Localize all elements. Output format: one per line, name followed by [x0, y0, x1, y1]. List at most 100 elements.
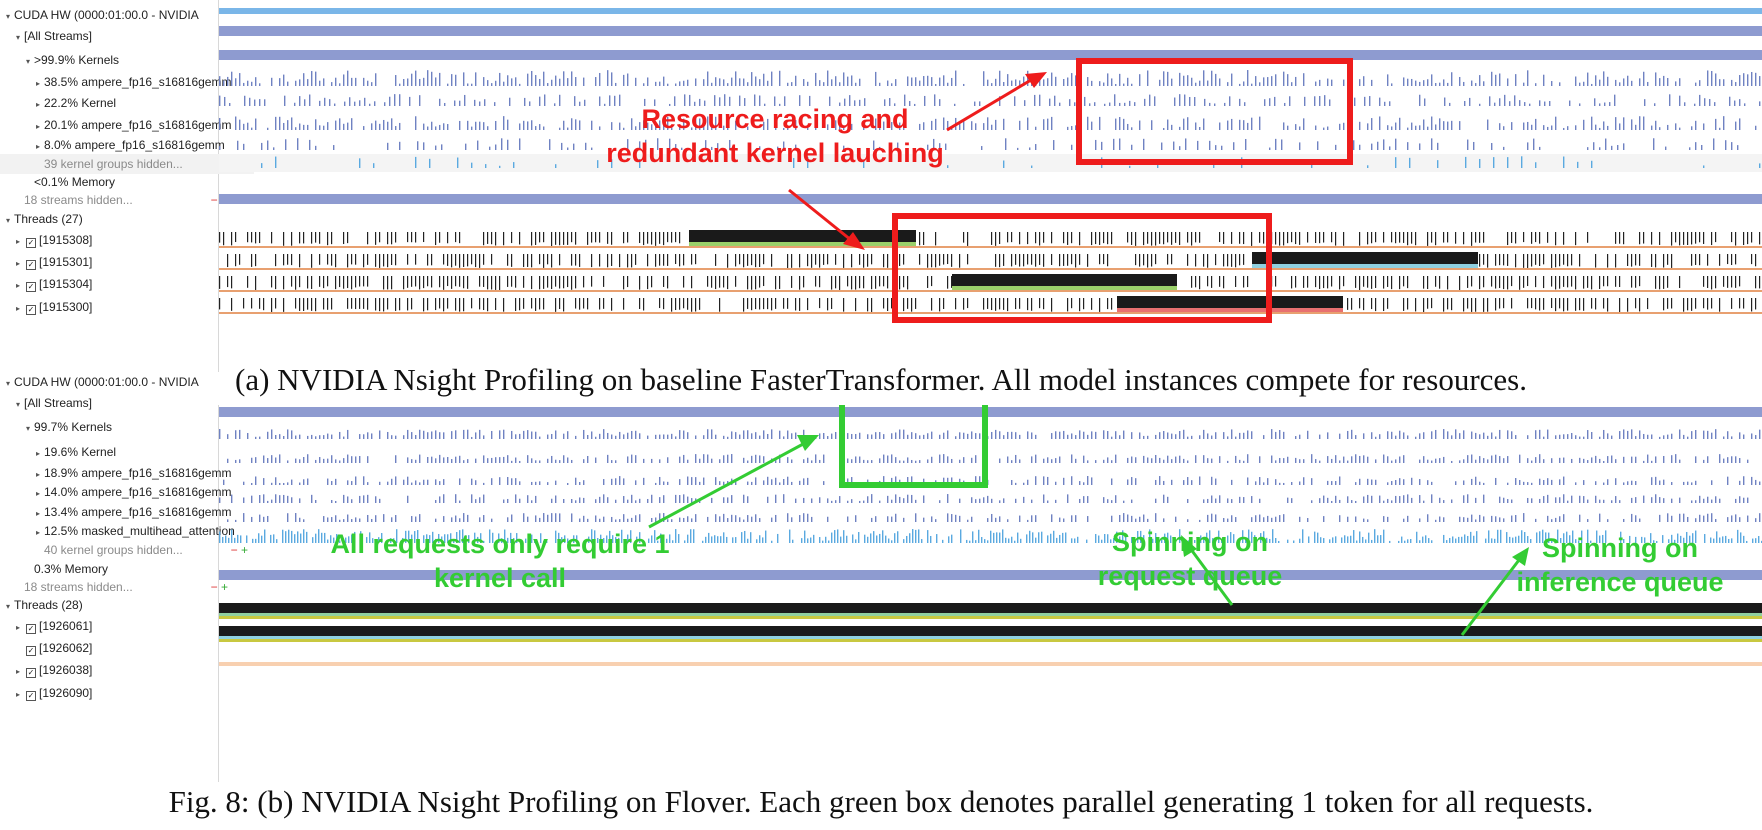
kernel-mark — [959, 459, 961, 463]
thread-checkbox[interactable]: ✓ — [26, 238, 36, 248]
chevron-down-icon[interactable]: ▾ — [6, 12, 11, 21]
tree-row[interactable]: 39 kernel groups hidden...− + — [0, 154, 254, 174]
tree-row[interactable]: ▾CUDA HW (0000:01:00.0 - NVIDIA — [0, 5, 224, 25]
thread-event — [387, 232, 389, 245]
memory-mark — [402, 537, 404, 543]
tree-row[interactable]: ▸✓[1915301] — [0, 252, 234, 272]
chevron-down-icon[interactable]: ▾ — [16, 400, 21, 409]
chevron-right-icon[interactable]: ▸ — [36, 142, 41, 151]
kernel-mark — [1091, 477, 1093, 485]
tree-row[interactable]: <0.1% Memory — [0, 172, 244, 192]
chevron-right-icon[interactable]: ▸ — [36, 528, 41, 537]
chevron-right-icon[interactable]: ▸ — [16, 237, 21, 246]
chevron-right-icon[interactable]: ▸ — [16, 623, 21, 632]
chevron-down-icon[interactable]: ▾ — [6, 379, 11, 388]
kernel-mark — [1531, 124, 1533, 130]
tree-row[interactable]: 18 streams hidden...− + — [0, 190, 234, 210]
tree-row[interactable]: 40 kernel groups hidden...− + — [0, 540, 254, 560]
tree-row[interactable]: ▸12.5% masked_multihead_attention — [0, 521, 254, 541]
tree-row[interactable]: 18 streams hidden...− + — [0, 577, 234, 597]
expand-collapse-icon[interactable]: − + — [210, 580, 228, 594]
kernel-mark — [1369, 96, 1371, 106]
kernel-mark — [1419, 518, 1421, 522]
tree-row[interactable]: ▸20.1% ampere_fp16_s16816gemm — [0, 115, 254, 135]
chevron-right-icon[interactable]: ▸ — [16, 667, 21, 676]
kernel-mark — [1419, 495, 1421, 503]
chevron-down-icon[interactable]: ▾ — [26, 424, 31, 433]
thread-checkbox[interactable]: ✓ — [26, 668, 36, 678]
kernel-mark — [1227, 498, 1229, 503]
chevron-right-icon[interactable]: ▸ — [36, 509, 41, 518]
thread-event — [387, 276, 389, 290]
tree-row[interactable]: ▸✓[1926038] — [0, 660, 234, 680]
chevron-right-icon[interactable]: ▸ — [36, 79, 41, 88]
chevron-down-icon[interactable]: ▾ — [26, 57, 31, 66]
kernel-mark — [623, 514, 625, 522]
kernel-mark — [419, 482, 421, 485]
tree-row[interactable]: ▾Threads (27) — [0, 209, 224, 229]
thread-checkbox[interactable]: ✓ — [26, 646, 36, 656]
chevron-right-icon[interactable]: ▸ — [36, 100, 41, 109]
kernel-mark — [723, 125, 725, 130]
tree-row[interactable]: ▸8.0% ampere_fp16_s16816gemm — [0, 135, 254, 155]
tree-row[interactable]: ▾[All Streams] — [0, 26, 234, 46]
tree-row[interactable]: ▸13.4% ampere_fp16_s16816gemm — [0, 502, 254, 522]
thread-event — [323, 298, 325, 310]
tree-row[interactable]: ▾[All Streams] — [0, 393, 234, 413]
kernel-mark — [1281, 139, 1283, 150]
chevron-right-icon[interactable]: ▸ — [16, 281, 21, 290]
tree-row[interactable]: ▸✓[1926090] — [0, 683, 234, 703]
memory-mark — [255, 538, 257, 543]
tree-row[interactable]: ▾CUDA HW (0000:01:00.0 - NVIDIA — [0, 372, 224, 392]
chevron-down-icon[interactable]: ▾ — [16, 33, 21, 42]
kernel-mark — [359, 456, 361, 463]
tree-row[interactable]: ▸✓[1915308] — [0, 230, 234, 250]
thread-event — [831, 298, 833, 309]
thread-checkbox[interactable]: ✓ — [26, 624, 36, 634]
kernel-mark — [759, 79, 761, 86]
thread-checkbox[interactable]: ✓ — [26, 260, 36, 270]
tree-row[interactable]: ▸22.2% Kernel — [0, 93, 254, 113]
kernel-mark — [603, 516, 605, 522]
chevron-right-icon[interactable]: ▸ — [16, 259, 21, 268]
chevron-right-icon[interactable]: ▸ — [36, 489, 41, 498]
tree-row[interactable]: ▸✓[1915300] — [0, 297, 234, 317]
chevron-right-icon[interactable]: ▸ — [36, 470, 41, 479]
kernel-mark — [1079, 481, 1081, 485]
tree-row[interactable]: ▸38.5% ampere_fp16_s16816gemm — [0, 72, 254, 92]
thread-checkbox[interactable]: ✓ — [26, 282, 36, 292]
kernel-mark — [411, 482, 413, 485]
chevron-right-icon[interactable]: ▸ — [36, 449, 41, 458]
tree-row[interactable]: ▾>99.9% Kernels — [0, 50, 244, 70]
tree-row[interactable]: ▸19.6% Kernel — [0, 442, 254, 462]
kernel-mark — [285, 139, 287, 150]
memory-mark — [947, 165, 949, 168]
chevron-right-icon[interactable]: ▸ — [36, 122, 41, 131]
tree-row[interactable]: ▾99.7% Kernels — [0, 417, 244, 437]
kernel-mark — [1243, 432, 1245, 439]
tree-row[interactable]: ▸✓[1915304] — [0, 274, 234, 294]
tree-row[interactable]: ▸✓[1926061] — [0, 616, 234, 636]
thread-checkbox[interactable]: ✓ — [26, 305, 36, 315]
chevron-right-icon[interactable]: ▸ — [16, 304, 21, 313]
tree-row[interactable]: ▾Threads (28) — [0, 595, 224, 615]
chevron-down-icon[interactable]: ▾ — [6, 602, 11, 611]
tree-row[interactable]: ▸18.9% ampere_fp16_s16816gemm — [0, 463, 254, 483]
tree-row[interactable]: ✓[1926062] — [0, 638, 234, 658]
kernel-mark — [795, 75, 797, 86]
kernel-mark — [607, 432, 609, 439]
memory-mark — [396, 529, 398, 543]
chevron-right-icon[interactable]: ▸ — [16, 690, 21, 699]
kernel-mark — [1279, 515, 1281, 522]
thread-event — [1551, 298, 1553, 309]
memory-mark — [762, 537, 764, 543]
thread-event — [575, 254, 577, 266]
kernel-mark — [231, 494, 233, 503]
kernel-mark — [747, 496, 749, 503]
thread-checkbox[interactable]: ✓ — [26, 691, 36, 701]
chevron-down-icon[interactable]: ▾ — [6, 216, 11, 225]
tree-row[interactable]: 0.3% Memory — [0, 559, 244, 579]
kernel-mark — [687, 432, 689, 439]
tree-row[interactable]: ▸14.0% ampere_fp16_s16816gemm — [0, 482, 254, 502]
expand-collapse-icon[interactable]: − + — [230, 543, 248, 557]
